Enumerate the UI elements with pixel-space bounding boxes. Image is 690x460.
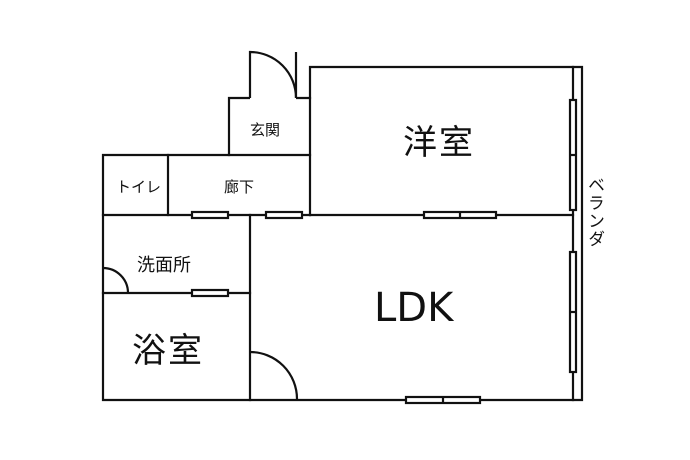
bath-sliding-door — [190, 288, 230, 298]
toilet-label: トイレ — [116, 178, 162, 196]
bathroom-label: 浴室 — [132, 331, 204, 371]
hallway-sliding-door — [264, 210, 304, 220]
washroom-door-swing — [102, 266, 130, 294]
western-room-label: 洋室 — [403, 123, 475, 163]
veranda-label: ベランダ — [584, 176, 604, 248]
hallway-label: 廊下 — [224, 178, 255, 196]
ldk-door-swing — [249, 350, 299, 400]
washroom-label: 洗面所 — [137, 255, 191, 276]
washroom-sliding-door — [190, 210, 230, 220]
entrance-door-swing — [248, 50, 298, 99]
entrance-label: 玄関 — [250, 121, 281, 139]
ldk-label: LDK — [374, 285, 454, 331]
